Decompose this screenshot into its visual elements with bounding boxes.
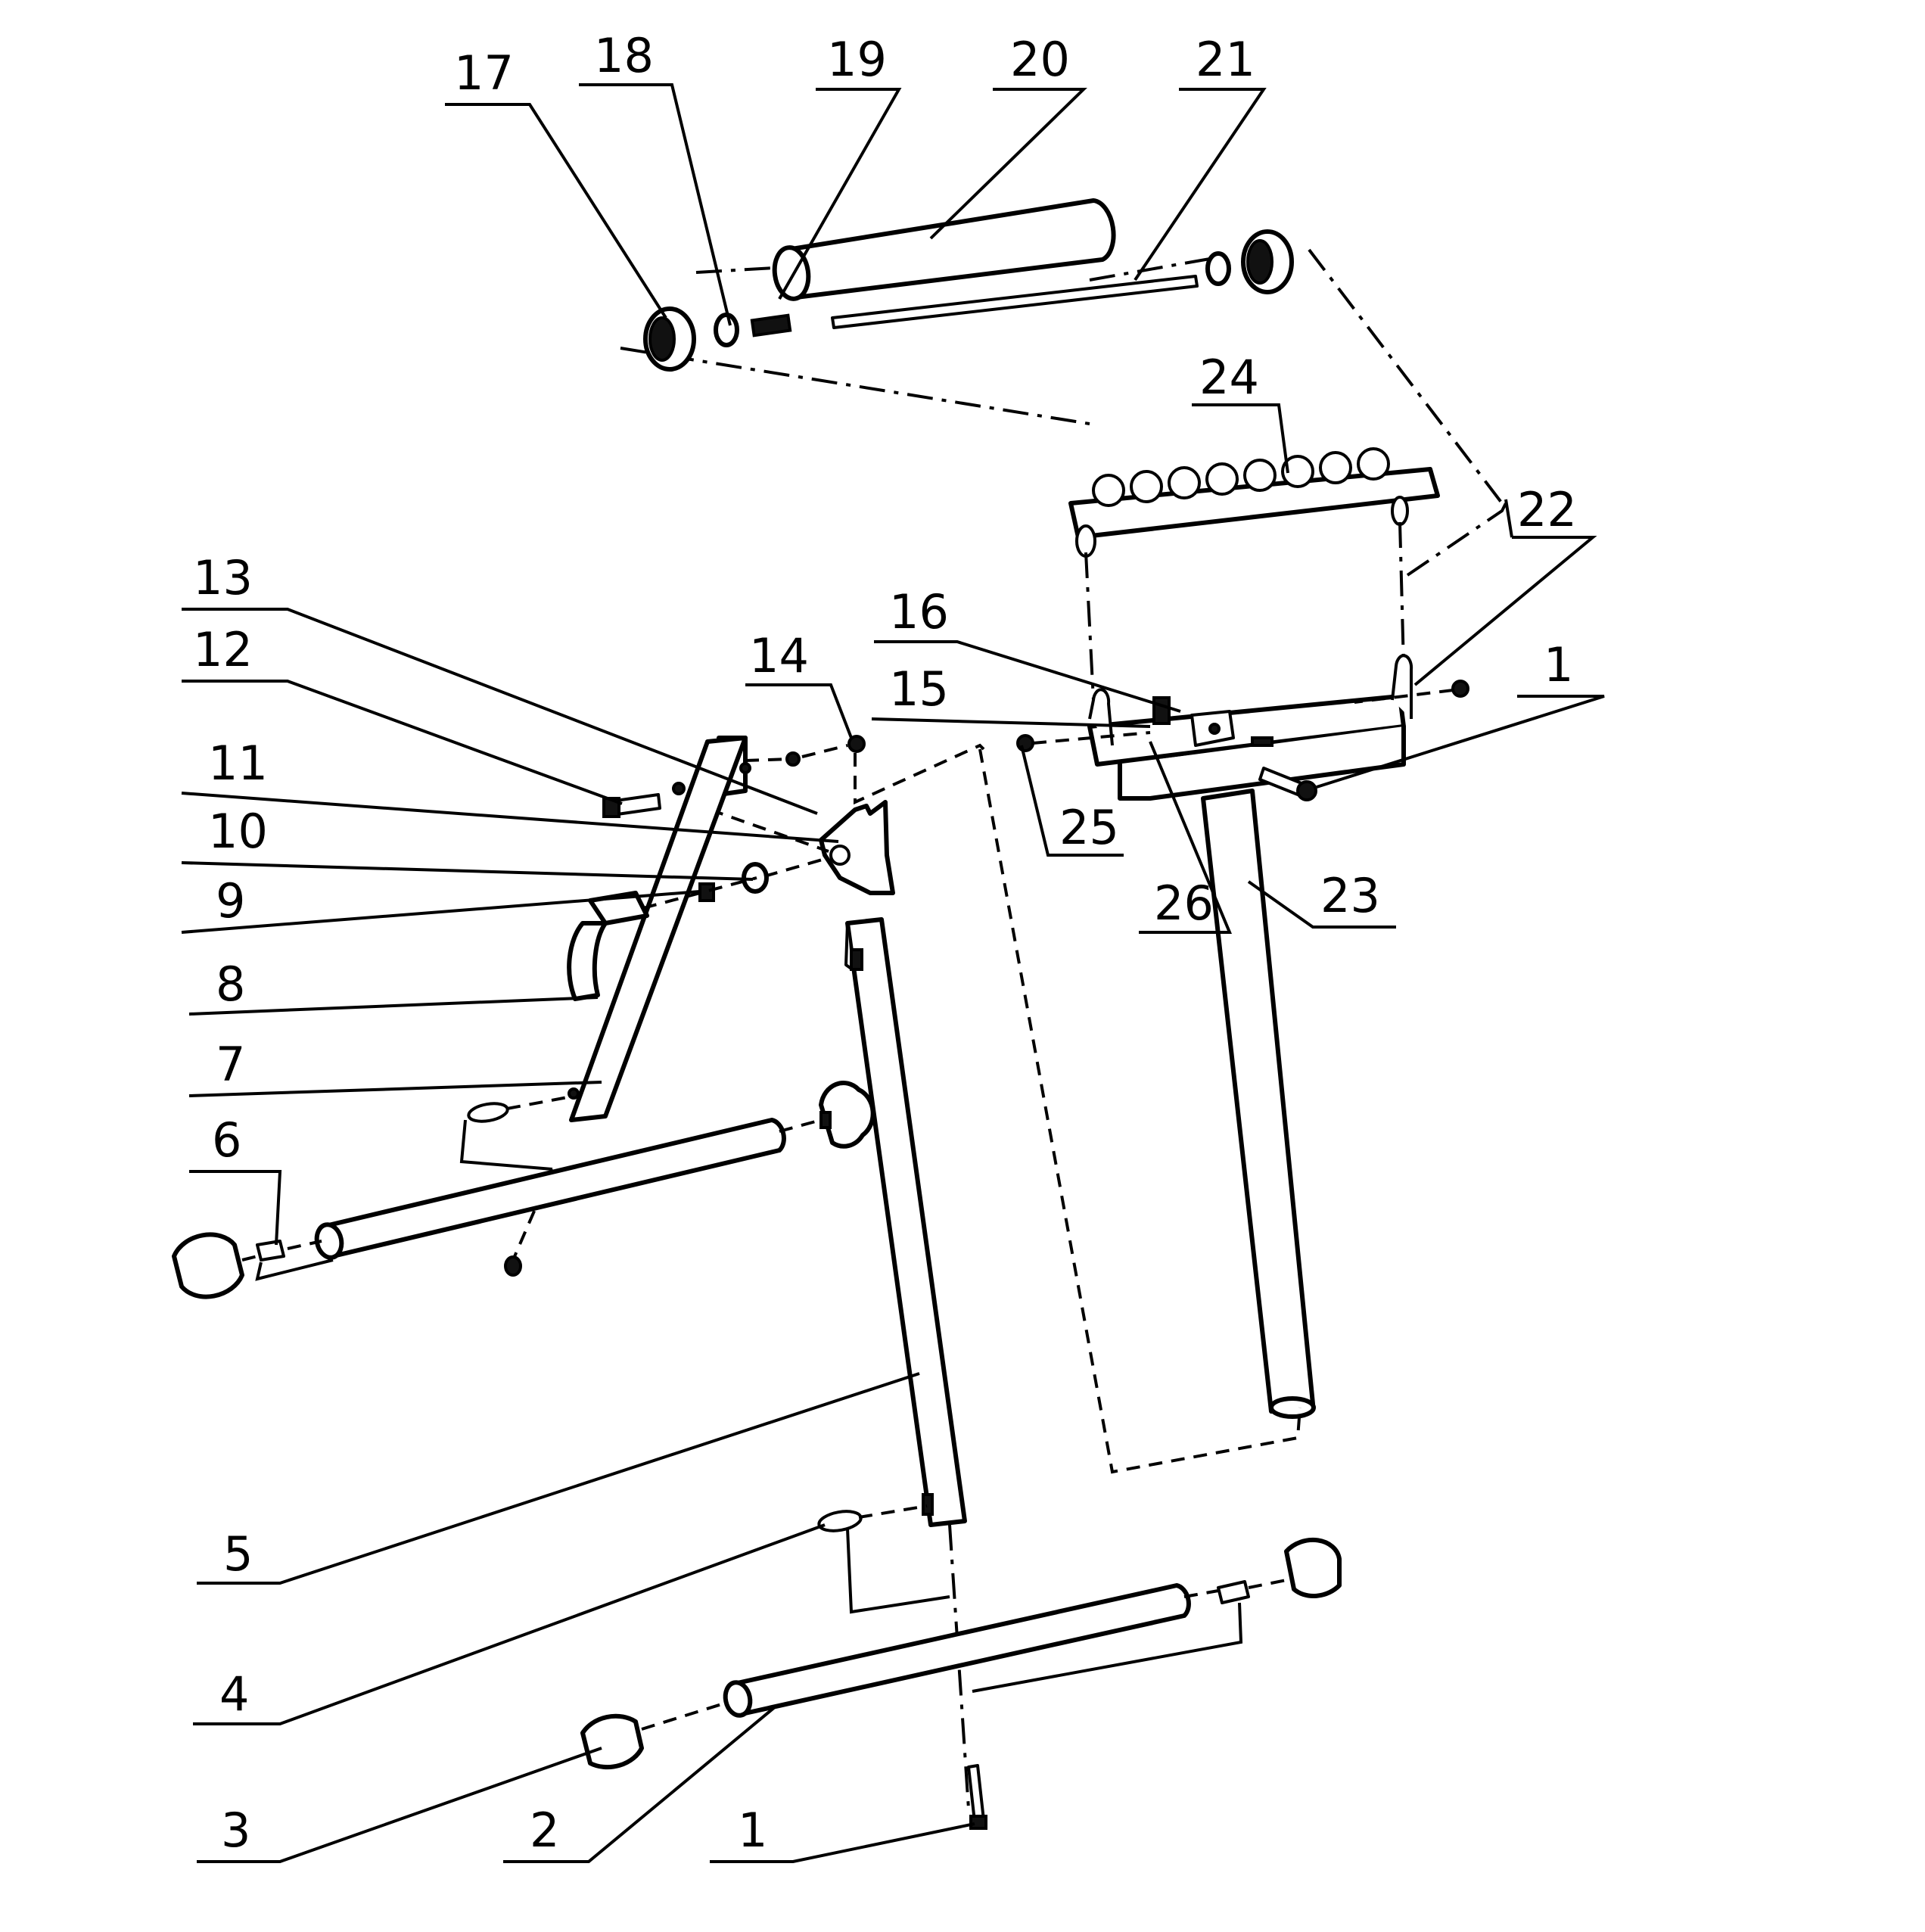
- nut-14-path: [854, 743, 985, 805]
- callout-21: 21: [1196, 32, 1255, 87]
- base-cap-right: [1284, 1537, 1342, 1598]
- end-cap-6-left: [172, 1232, 258, 1299]
- callout-13: 13: [193, 550, 253, 605]
- upper-tube-cap-right: [779, 1081, 875, 1149]
- end-cap-right: [1241, 229, 1294, 294]
- spring-16: [1152, 696, 1171, 725]
- callout-17: 17: [454, 45, 514, 101]
- base-pin-right: [972, 1579, 1287, 1693]
- callout-8: 8: [216, 957, 245, 1012]
- shaft-21: [831, 275, 1199, 329]
- callout-24: 24: [1199, 350, 1259, 405]
- head-axis-left: [1084, 552, 1095, 701]
- top-roller-axis: [620, 256, 1219, 425]
- callout-7: 7: [216, 1037, 245, 1092]
- pin-6: [255, 1240, 334, 1281]
- base-tube-2: [723, 1583, 1191, 1718]
- callout-16: 16: [889, 584, 949, 639]
- callout-22: 22: [1517, 482, 1577, 537]
- callout-11: 11: [208, 736, 268, 791]
- column-to-post-line: [978, 748, 1301, 1474]
- left-arm-assembly: [172, 736, 875, 1299]
- washer-right: [1205, 251, 1231, 286]
- lever-handle-8: [567, 876, 757, 1001]
- washer-13: [785, 751, 801, 767]
- callout-3: 3: [221, 1803, 250, 1858]
- callout-18: 18: [594, 28, 654, 83]
- upper-head-assembly: [1016, 248, 1507, 1419]
- callout-25: 25: [1059, 800, 1119, 855]
- callout-12: 12: [193, 622, 253, 677]
- callout-19: 19: [827, 32, 887, 87]
- callout-2: 2: [530, 1803, 559, 1858]
- callout-10: 10: [208, 804, 268, 859]
- column-tube-5: [844, 917, 967, 1527]
- washer-18: [714, 313, 739, 347]
- callout-leaders: [181, 83, 1605, 1863]
- bolt-1-base: [967, 1764, 987, 1830]
- bracket-13-path: [745, 744, 848, 762]
- roller-bar-24: [1068, 447, 1440, 558]
- base-assembly: [580, 1537, 1342, 1830]
- nut-14: [847, 735, 866, 753]
- clamp-head-11: [819, 800, 895, 895]
- center-column: [817, 735, 1301, 1809]
- upper-tube: [314, 1118, 786, 1260]
- roller-tube-20: [772, 198, 1116, 301]
- bolt-12: [602, 782, 686, 818]
- callout-4: 4: [219, 1666, 249, 1722]
- arm-7: [569, 736, 748, 1122]
- head-axis-right: [1398, 502, 1507, 667]
- callout-26: 26: [1154, 876, 1214, 931]
- callout-1-head: 1: [1544, 637, 1573, 692]
- callout-labels: 17 18 19 20 21 24 22 1 13 12 14 16 15 11…: [193, 28, 1577, 1858]
- callout-23: 23: [1320, 868, 1380, 923]
- callout-6: 6: [212, 1112, 241, 1168]
- post-23: [1201, 789, 1316, 1419]
- callout-9: 9: [216, 873, 245, 929]
- base-cap-3: [580, 1701, 727, 1770]
- callout-1-base: 1: [738, 1803, 767, 1858]
- clamp-block-15: [1190, 710, 1235, 747]
- callout-15: 15: [889, 661, 949, 717]
- spring-19: [750, 313, 792, 338]
- end-cap-17: [643, 306, 696, 372]
- top-roller-assembly: [620, 198, 1294, 425]
- screw-arm-bottom: [504, 1168, 554, 1277]
- screw-right: [1354, 680, 1469, 704]
- callout-20: 20: [1010, 32, 1070, 87]
- pin-4: [817, 1504, 950, 1614]
- head-axis-top-right: [1308, 248, 1504, 505]
- callout-14: 14: [749, 628, 809, 683]
- bridge-body: [1087, 654, 1413, 801]
- pin-arm-bottom: [459, 1087, 580, 1171]
- callout-5: 5: [223, 1526, 253, 1582]
- fastener-1-head: [1251, 736, 1317, 801]
